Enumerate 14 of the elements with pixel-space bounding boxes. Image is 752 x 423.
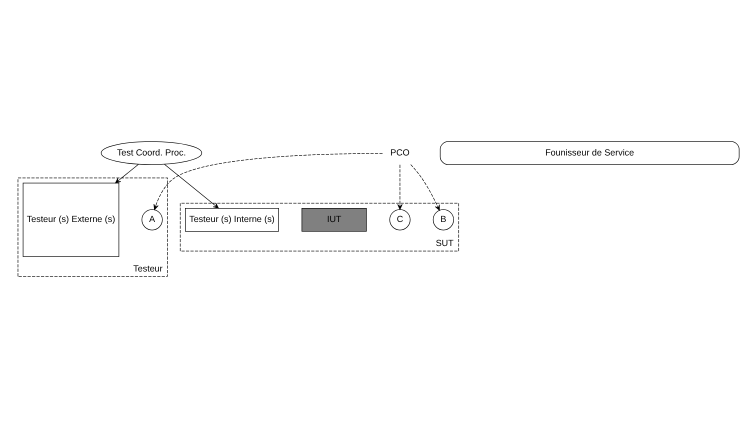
node-box: Testeur (s) Externe (s) (22, 182, 120, 257)
node-circle: C (389, 209, 410, 230)
node-text: PCO (390, 147, 410, 158)
node-box: Testeur (s) Interne (s) (185, 208, 279, 232)
arrow (410, 164, 440, 211)
node-circle: A (142, 209, 163, 230)
node-box: Founisseur de Service (440, 141, 740, 165)
node-ellipse: Test Coord. Proc. (100, 141, 202, 165)
node-circle: B (432, 209, 454, 230)
arrow (154, 153, 383, 210)
arrow (115, 164, 139, 184)
arrow (397, 164, 403, 210)
node-box: IUT (302, 208, 367, 232)
arrow (164, 164, 219, 209)
